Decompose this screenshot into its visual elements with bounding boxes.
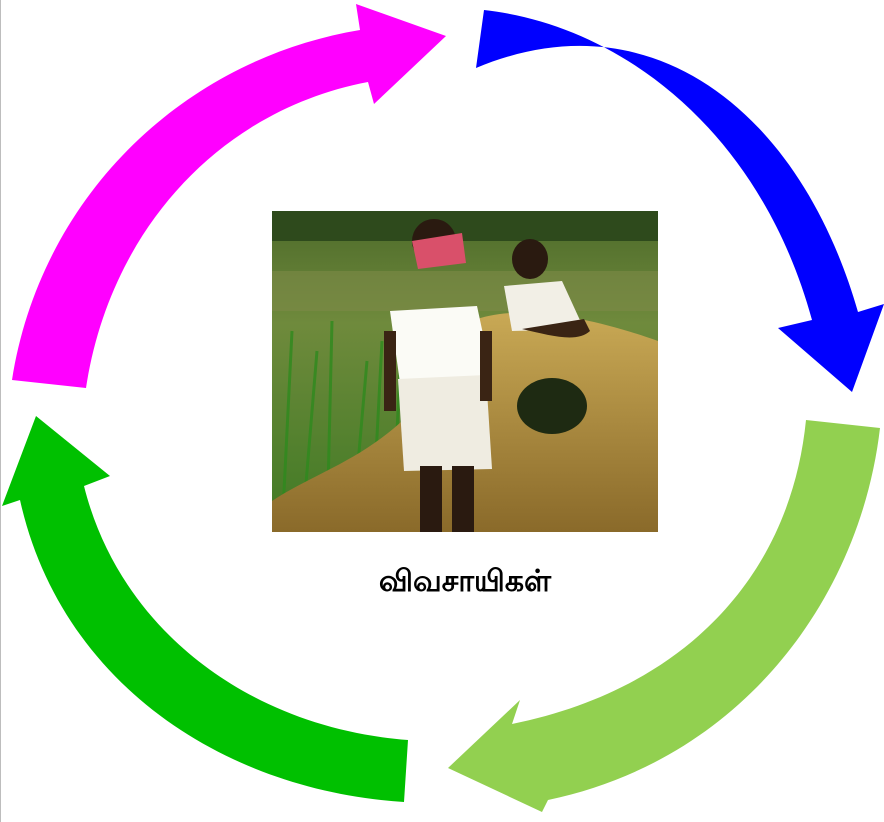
farmers-photo-illustration: [272, 211, 658, 532]
farmers-photo: [272, 211, 658, 532]
arrow-top-right: [476, 10, 884, 392]
caption-farmers: விவசாயிகள்: [378, 564, 552, 599]
slide-border: [0, 0, 1, 822]
arrow-bottom-left: [2, 416, 408, 802]
arrow-top-left: [12, 4, 446, 388]
arrow-bottom-right: [448, 420, 880, 812]
